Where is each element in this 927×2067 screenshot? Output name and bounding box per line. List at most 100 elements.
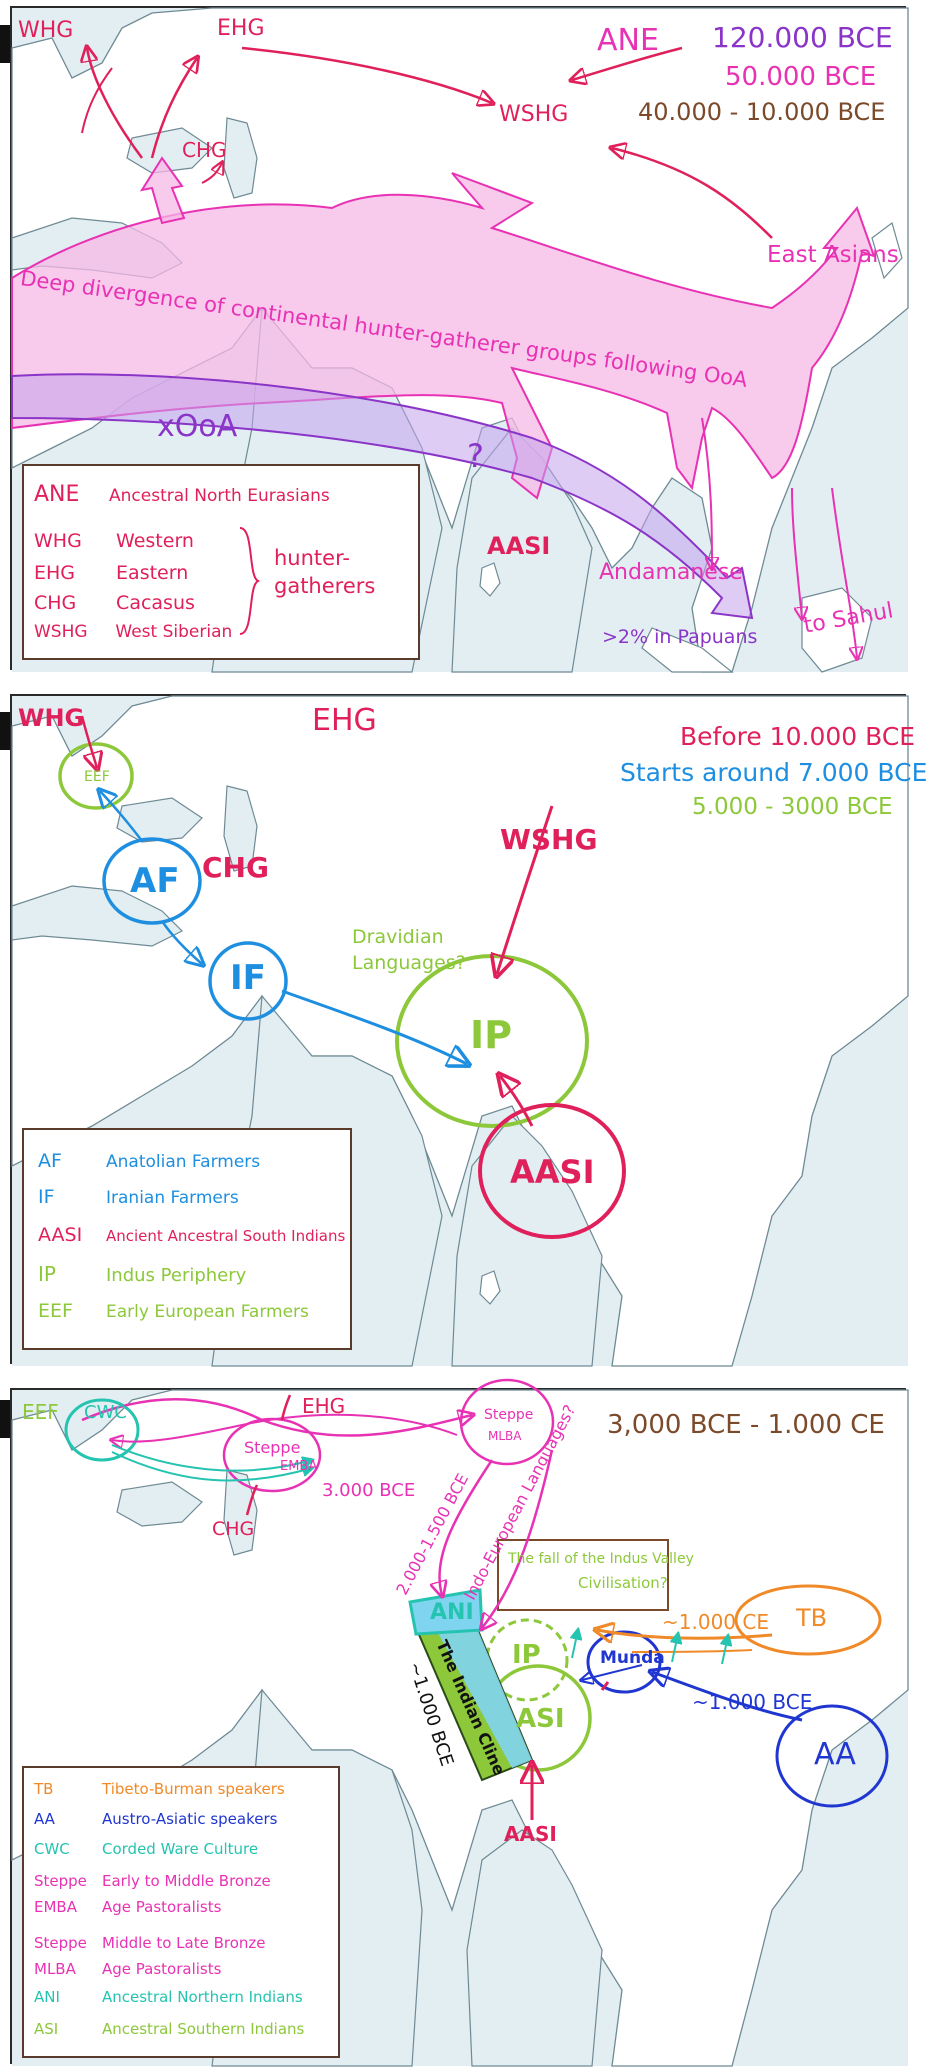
arrow-to-chg [201, 163, 222, 184]
label-steppe-2: Steppe [484, 1407, 534, 1423]
label-aa: AA [814, 1737, 856, 1772]
legend-panel1: ANE Ancestral North Eurasians WHG Wester… [22, 464, 420, 660]
arrow-aasi-to-ip [500, 1076, 534, 1127]
panel-farmers-map: WHG EHG EEF AF CHG IF WSHG IP AASI Dravi… [10, 694, 927, 1367]
xooa-band [11, 373, 754, 620]
cline-blue [432, 1616, 532, 1768]
label-title-date: 3,000 BCE - 1.000 CE [607, 1410, 885, 1440]
arrow-whg-to-eef [80, 715, 97, 768]
arrow-to-whg [87, 48, 144, 159]
label-date-3000: 3.000 BCE [322, 1480, 416, 1501]
label-date-40000: 40.000 - 10.000 BCE [638, 98, 886, 126]
label-date-5000: 5.000 - 3000 BCE [692, 794, 893, 820]
panel-edge-mark [0, 25, 10, 63]
island-sumatra [641, 627, 734, 673]
arrow-wshg-to-ip [497, 805, 554, 974]
arrow-ehg-link [280, 1394, 292, 1421]
legend-text-whg: Western [116, 530, 194, 552]
label-aasi: AASI [510, 1153, 595, 1191]
legend-group-text-1: hunter- [274, 546, 350, 570]
island-sri-lanka [479, 562, 501, 597]
circle-if [208, 941, 288, 1021]
sea-black [116, 797, 203, 843]
panel-steppe-map: EEF CWC EHG Steppe EMBA Steppe MLBA CHG … [10, 1378, 909, 2067]
label-east-asians: East Asians [767, 242, 899, 268]
label-chg: CHG [212, 1518, 255, 1540]
divergence-band [11, 172, 876, 500]
label-ehg: EHG [302, 1394, 346, 1418]
label-ip: IP [470, 1013, 512, 1057]
panel-hunter-gatherers-map: WHG EHG CHG WSHG ANE 120.000 BCE 50.000 … [10, 6, 909, 673]
label-indus-fall-2: Civilisation? [578, 1574, 668, 1592]
label-xooa: xOoA [157, 409, 238, 444]
arrow-af-to-if [160, 920, 202, 964]
legend-abbr-ane: ANE [34, 482, 80, 507]
legend-abbr-ehg: EHG [34, 562, 76, 584]
arrow-aa-migration [652, 1672, 803, 1722]
legend-text-ane: Ancestral North Eurasians [109, 486, 330, 506]
arrow-if-to-ip [281, 989, 467, 1064]
map-svg [11, 7, 909, 673]
legend-text-ehg: Eastern [116, 562, 189, 584]
arrow-to-ehg [150, 58, 197, 159]
legend-abbr-wshg: WSHG [34, 622, 88, 642]
label-cwc: CWC [84, 1402, 127, 1423]
arrow-whg-tail [81, 67, 113, 134]
label-tb: TB [796, 1604, 828, 1632]
indus-valley-box [497, 1539, 669, 1611]
label-if: IF [230, 958, 266, 998]
label-tb-date: ~1.000 CE [662, 1610, 769, 1634]
sea-caspian [223, 785, 258, 872]
map-svg [11, 1378, 909, 2067]
arrow-steppe-east-west [112, 1413, 458, 1442]
label-eef: EEF [84, 769, 110, 785]
label-question: ? [467, 437, 484, 475]
band-branch-west [139, 156, 186, 225]
label-dravidian-2: Languages? [352, 952, 466, 974]
arrow-munda-to-asi [582, 1664, 643, 1680]
label-aasi: AASI [487, 532, 551, 560]
label-date-50000: 50.000 BCE [725, 62, 877, 92]
label-af: AF [130, 861, 180, 901]
label-dravidian-1: Dravidian [352, 926, 444, 948]
panel-edge-mark [0, 712, 10, 750]
island-japan [871, 221, 903, 280]
label-wshg: WSHG [500, 823, 598, 856]
legend-brace [239, 527, 261, 635]
arrow-mlba-to-ani [439, 1459, 494, 1595]
legend-abbr-whg: WHG [34, 530, 82, 552]
arrow-small-teal-1 [572, 1630, 578, 1659]
legend-text-chg: Cacasus [116, 592, 195, 614]
sea-black [126, 127, 213, 174]
legend-text-wshg: West Siberian [115, 622, 233, 642]
label-ehg: EHG [312, 703, 377, 738]
label-wshg: WSHG [499, 102, 569, 127]
sea-caspian [223, 1469, 258, 1556]
arrow-chg-link [245, 1484, 259, 1516]
circle-ip [485, 1618, 569, 1702]
label-ani: ANI [430, 1600, 474, 1625]
label-papuans: >2% in Papuans [602, 626, 758, 648]
arrow-mlba-to-india [482, 1449, 554, 1628]
circle-cwc [64, 1398, 140, 1462]
island-sri-lanka [479, 1270, 501, 1305]
label-steppe-1: Steppe [244, 1438, 301, 1457]
arrow-small-teal-2 [672, 1634, 678, 1663]
label-eef: EEF [22, 1400, 59, 1424]
circle-aasi [478, 1103, 626, 1239]
label-andamanese: Andamanese [599, 560, 743, 585]
arrow-af-to-eef [100, 791, 143, 842]
sea-bay-of-bengal [466, 1829, 603, 2067]
label-date-120000: 120.000 BCE [712, 21, 893, 54]
